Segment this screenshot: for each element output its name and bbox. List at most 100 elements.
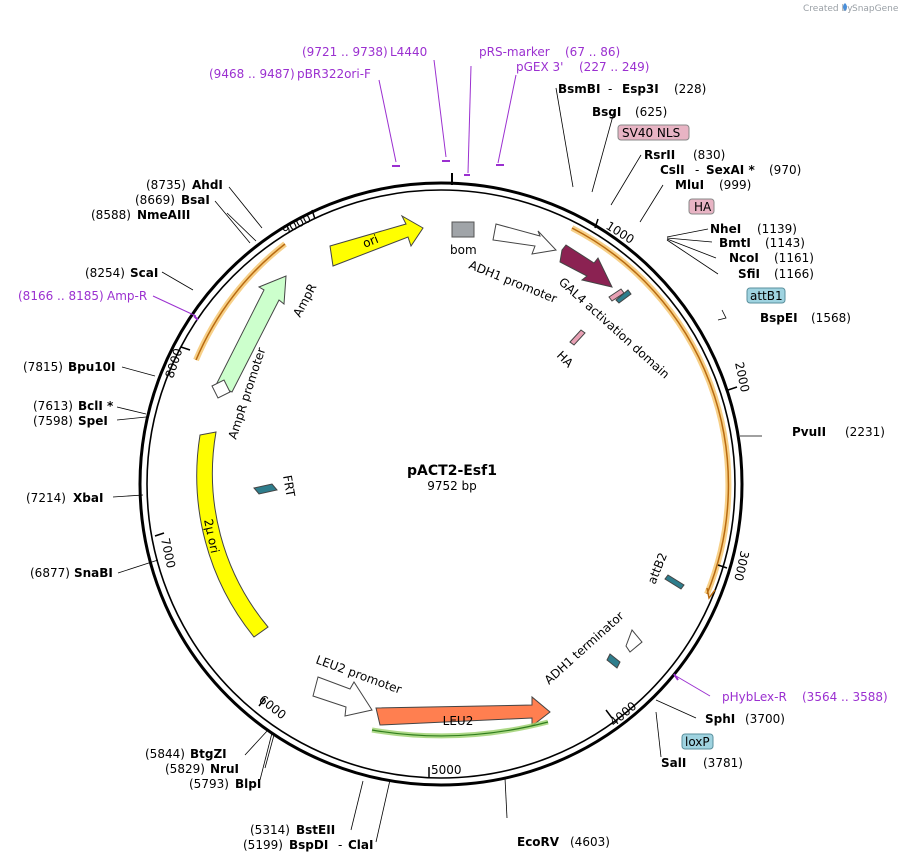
- enzyme-pvuii-pos: (2231): [845, 425, 885, 439]
- ha-box: [688, 198, 715, 215]
- enzyme-nhei: NheI: [710, 222, 741, 236]
- primer-ampr-name: Amp-R: [107, 289, 147, 303]
- ha-box-label: HA: [694, 200, 712, 214]
- enzyme-ecorv: EcoRV: [517, 835, 560, 849]
- ha-feature-label: HA: [554, 348, 577, 371]
- tick-label-9000: 9000: [280, 211, 314, 238]
- leu2-promoter-feature: [312, 676, 373, 717]
- ha-feature: [569, 329, 586, 346]
- enzyme-nhei-pos: (1139): [757, 222, 797, 236]
- enzyme-sali: SalI: [661, 756, 686, 770]
- enzyme-bspdi-pos: (5199): [243, 838, 283, 852]
- enzyme-bmti-pos: (1143): [765, 236, 805, 250]
- enzyme-scai: ScaI: [130, 266, 158, 280]
- enzyme-bcli: BclI *: [78, 399, 114, 413]
- sv40-nls-box: [617, 124, 690, 141]
- two-micron-ori-feature: [196, 431, 269, 638]
- enzyme-ncoi-pos: (1161): [774, 251, 814, 265]
- enzyme-bsgi-pos: (625): [635, 105, 667, 119]
- enzyme-bsmbi: BsmBI: [558, 82, 600, 96]
- leu2-label: LEU2: [443, 714, 474, 728]
- ampr-promoter-feature: [211, 379, 231, 399]
- enzyme-nmeaiii: NmeAIII: [137, 208, 190, 222]
- backbone-outer-ring: [138, 181, 744, 787]
- enzyme-xbai: XbaI: [73, 491, 103, 505]
- enzyme-bsgi: BsgI: [592, 105, 621, 119]
- leu2-feature: [375, 695, 551, 728]
- enzyme-ncoi: NcoI: [729, 251, 759, 265]
- svg-text:-: -: [695, 163, 699, 177]
- bom-feature: [451, 221, 475, 238]
- primer-phyblex-name: pHybLex-R: [722, 690, 787, 704]
- tick-label-8000: 8000: [163, 347, 186, 380]
- enzyme-sexai-pos: (970): [769, 163, 801, 177]
- enzyme-nrui: NruI: [210, 762, 239, 776]
- plasmid-name: pACT2-Esf1: [407, 463, 497, 479]
- ori-feature: [329, 214, 424, 267]
- enzyme-sfii-pos: (1166): [774, 267, 814, 281]
- attb1-box: [746, 287, 786, 304]
- gal4-orf-arc: [571, 227, 730, 595]
- enzyme-sali-pos: (3781): [703, 756, 743, 770]
- adh1-terminator-feature: [625, 629, 643, 653]
- enzyme-ecorv-pos: (4603): [570, 835, 610, 849]
- enzyme-bcli-pos: (7613): [33, 399, 73, 413]
- frt-feature: [253, 483, 278, 495]
- frt-label: FRT: [280, 474, 298, 498]
- enzyme-bsteii: BstEII: [296, 823, 335, 837]
- enzyme-bpu10i: Bpu10I: [68, 360, 115, 374]
- plasmid-size: 9752 bp: [427, 479, 477, 493]
- enzyme-sphi-pos: (3700): [745, 712, 785, 726]
- backbone-inner-ring: [146, 189, 736, 779]
- enzyme-nmeaiii-pos: (8588): [91, 208, 131, 222]
- primer-pbr-name: pBR322ori-F: [297, 67, 371, 81]
- primer-ampr-range: (8166 .. 8185): [18, 289, 104, 303]
- enzyme-esp3i: Esp3I: [622, 82, 659, 96]
- enzyme-mlui: MluI: [675, 178, 704, 192]
- primer-phyblex-range: (3564 .. 3588): [802, 690, 888, 704]
- enzyme-csli: CslI: [660, 163, 685, 177]
- svg-text:-: -: [338, 838, 342, 852]
- enzyme-ahdi: AhdI: [192, 178, 223, 192]
- enzyme-spei: SpeI: [78, 414, 108, 428]
- adh1-promoter-label: ADH1 promoter: [467, 258, 559, 306]
- enzyme-sexai: SexAI *: [706, 163, 755, 177]
- enzyme-blpi-pos: (5793): [189, 777, 229, 791]
- sv40-nls-label: SV40 NLS: [622, 126, 680, 140]
- attb2-feature: [664, 574, 685, 590]
- snapgene-logo-icon: [843, 3, 847, 11]
- attb1-box-label: attB1: [750, 289, 783, 303]
- enzyme-bsmbi-pos: (228): [674, 82, 706, 96]
- tick-label-7000: 7000: [158, 537, 178, 570]
- loxp-box-label: loxP: [685, 735, 710, 749]
- primer-leaders: [152, 59, 711, 697]
- ampr-label: AmpR: [290, 281, 319, 319]
- bom-label: bom: [450, 243, 477, 257]
- enzyme-snabi-pos: (6877): [30, 566, 70, 580]
- loxp-feature: [606, 653, 621, 669]
- enzyme-rsrii-pos: (830): [693, 148, 725, 162]
- tick-marks: [154, 209, 738, 777]
- svg-text:-: -: [608, 82, 612, 96]
- gal4-orf-arrowhead: [706, 587, 716, 600]
- primer-pgex-range: (227 .. 249): [579, 60, 649, 74]
- primer-marks: [193, 160, 679, 681]
- snapgene-credit: Created by SnapGene: [803, 3, 899, 14]
- ampr-feature: [215, 275, 287, 393]
- enzyme-scai-pos: (8254): [85, 266, 125, 280]
- enzyme-bspei-pos: (1568): [811, 311, 851, 325]
- ori-label: ori: [361, 232, 381, 251]
- attb2-label: attB2: [645, 551, 670, 587]
- enzyme-sfii: SfiI: [738, 267, 760, 281]
- enzyme-btgzi-pos: (5844): [145, 747, 185, 761]
- credit-text: Created by: [803, 4, 853, 14]
- enzyme-bsteii-pos: (5314): [250, 823, 290, 837]
- ampr-orf-arc: [195, 243, 286, 361]
- enzyme-btgzi: BtgZI: [190, 747, 227, 761]
- tick-label-6000: 6000: [256, 692, 289, 722]
- tick-label-3000: 3000: [731, 549, 752, 582]
- gal4-ad-feature: [559, 244, 613, 288]
- adh1-promoter-feature: [492, 223, 558, 255]
- enzyme-xbai-pos: (7214): [26, 491, 66, 505]
- enzyme-clai: ClaI: [348, 838, 373, 852]
